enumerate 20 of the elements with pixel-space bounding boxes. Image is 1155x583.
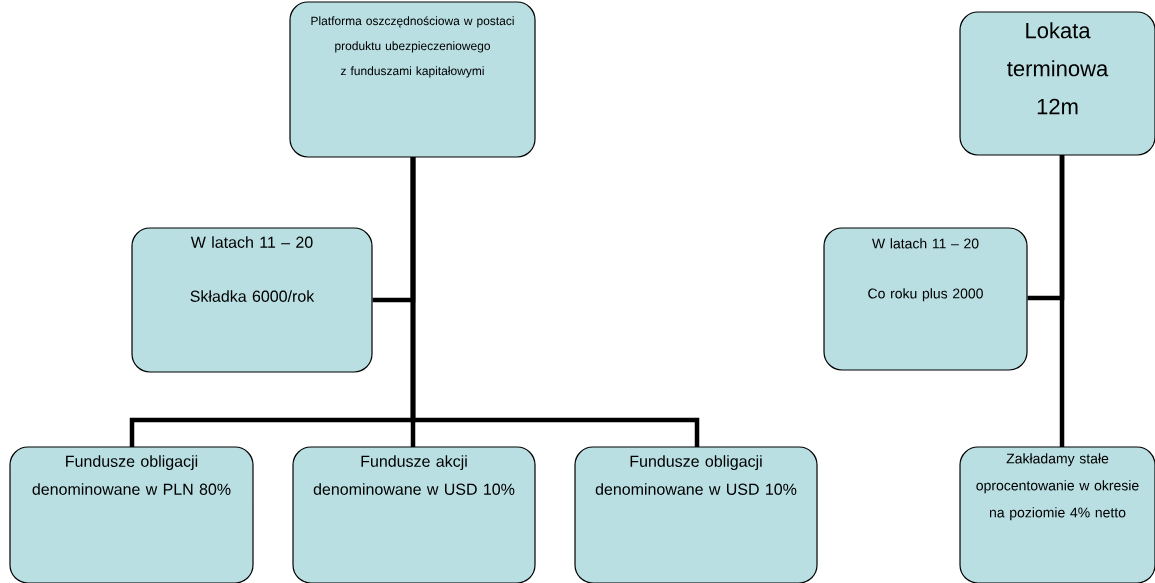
node-label: Składka 6000/rok xyxy=(190,290,315,302)
rounded-box xyxy=(959,11,1155,156)
node-label: Platforma oszczędnościowa w postaci produktu ubezpieczeniowego z funduszami kapitałowymi xyxy=(311,16,514,78)
node-label: Lokata terminowa 12m xyxy=(1007,22,1109,115)
node-label: Fundusze obligacji denominowane w USD 10% xyxy=(595,455,797,495)
rounded-box xyxy=(9,446,254,583)
node-label: Fundusze akcji denominowane w USD 10% xyxy=(313,455,515,495)
node-label: W latach 11 – 20 xyxy=(872,238,979,249)
node-label: Co roku plus 2000 xyxy=(868,288,983,302)
connector-line xyxy=(1059,155,1065,447)
node-label: Fundusze obligacji denominowane w PLN 80% xyxy=(32,455,231,495)
node-label: W latach 11 – 20 xyxy=(190,236,313,248)
rounded-box xyxy=(574,446,818,583)
rounded-box xyxy=(131,227,373,373)
rounded-box xyxy=(823,227,1028,371)
rounded-box xyxy=(959,446,1155,583)
rounded-box xyxy=(289,1,536,158)
node-label: Zakładamy stałe oprocentowanie w okresie na poziomie 4% netto xyxy=(976,453,1139,521)
rounded-box xyxy=(292,446,536,583)
connector-line xyxy=(410,157,700,447)
